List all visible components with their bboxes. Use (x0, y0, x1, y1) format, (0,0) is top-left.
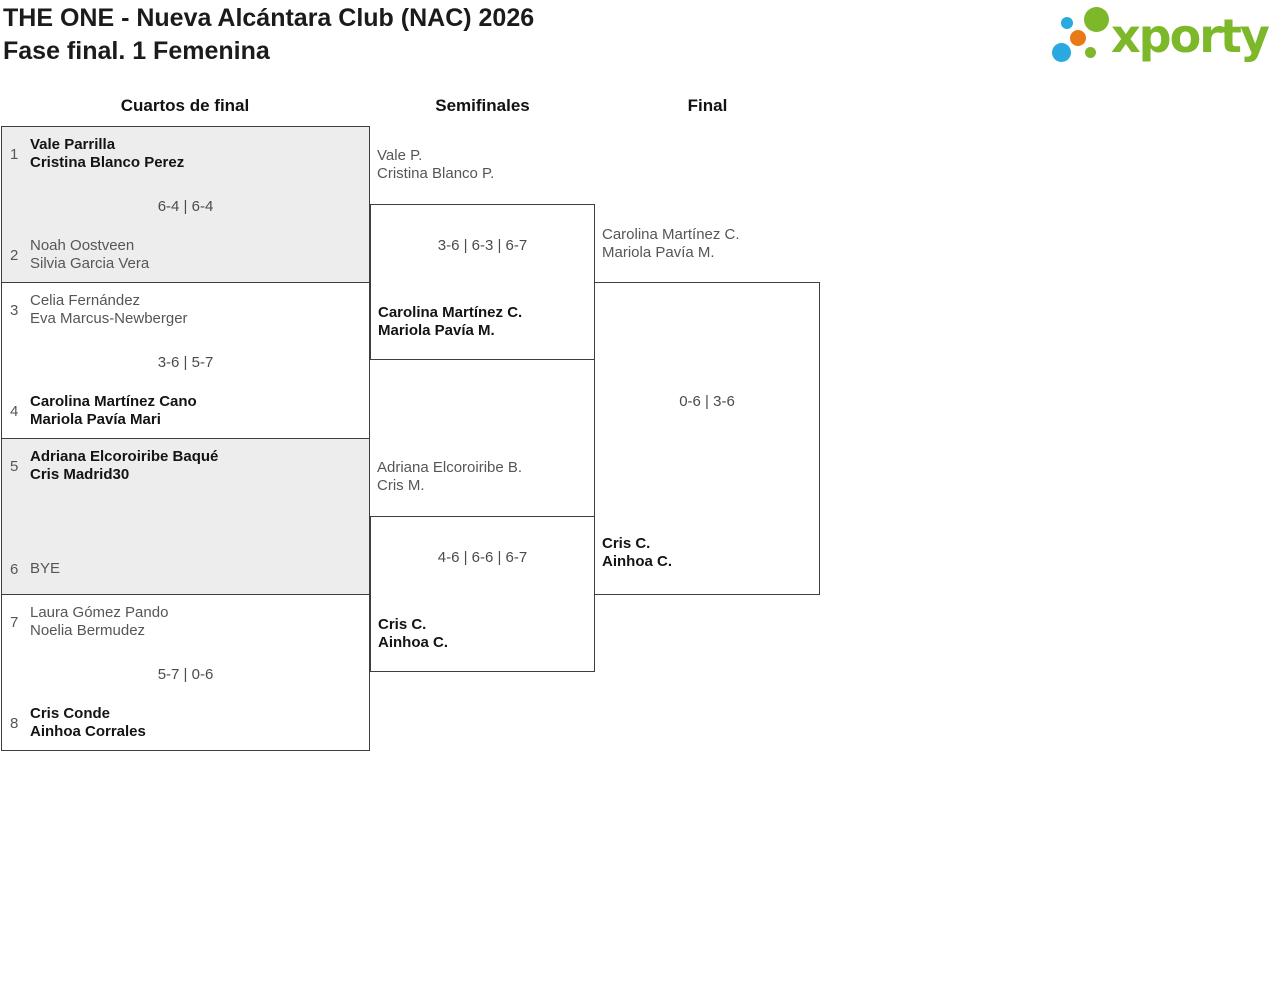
semifinal-match-1: 3-6 | 6-3 | 6-7 Carolina Martínez C. Mar… (370, 204, 595, 360)
round-header-final: Final (687, 96, 728, 115)
logo-dot-icon (1084, 7, 1109, 32)
team-names: Laura Gómez Pando Noelia Bermudez (30, 604, 168, 640)
team-names: Celia Fernández Eva Marcus-Newberger (30, 292, 188, 328)
seed-number: 5 (10, 457, 19, 475)
team-names: Noah Oostveen Silvia Garcia Vera (30, 237, 149, 273)
team-names: Carolina Martínez Cano Mariola Pavía Mar… (30, 393, 197, 429)
xporty-logo[interactable]: xporty (1050, 4, 1278, 72)
player-name: Cris C. (378, 616, 427, 633)
match-score: 4-6 | 6-6 | 6-7 (437, 549, 528, 566)
player-name: Mariola Pavía M. (602, 244, 715, 261)
seed-number: 1 (10, 145, 19, 163)
team-names: BYE (30, 560, 60, 578)
match-score: 6-4 | 6-4 (157, 198, 214, 215)
team-entry: 1 Vale Parrilla Cristina Blanco Perez (10, 136, 363, 172)
logo-dot-icon (1085, 47, 1096, 58)
player-name: Vale Parrilla (30, 136, 116, 153)
player-name: BYE (30, 560, 61, 577)
round-header-quarterfinals: Cuartos de final (120, 96, 250, 115)
logo-dot-icon (1070, 30, 1086, 46)
team-entry: 6 BYE (10, 560, 363, 578)
final-match: 0-6 | 3-6 Cris C. Ainhoa C. (594, 282, 820, 595)
quarterfinal-match-2: 3 Celia Fernández Eva Marcus-Newberger 3… (1, 282, 370, 439)
team-entry: 8 Cris Conde Ainhoa Corrales (10, 705, 363, 741)
team-entry: 5 Adriana Elcoroiribe Baqué Cris Madrid3… (10, 448, 363, 484)
seed-number: 2 (10, 246, 19, 264)
semifinal-match-2: 4-6 | 6-6 | 6-7 Cris C. Ainhoa C. (370, 516, 595, 672)
team-names: Adriana Elcoroiribe Baqué Cris Madrid30 (30, 448, 218, 484)
final-top-team: Carolina Martínez C. Mariola Pavía M. (602, 226, 740, 262)
match-score: 3-6 | 6-3 | 6-7 (437, 237, 528, 254)
player-name: Noelia Bermudez (30, 622, 146, 639)
player-name: Ainhoa Corrales (30, 723, 146, 740)
player-name: Carolina Martínez C. (602, 226, 740, 243)
round-header-semifinals: Semifinales (435, 96, 530, 115)
quarterfinal-match-4: 7 Laura Gómez Pando Noelia Bermudez 5-7 … (1, 594, 370, 751)
xporty-logo-text: xporty (1111, 9, 1270, 63)
player-name: Carolina Martínez C. (378, 304, 523, 321)
seed-number: 3 (10, 301, 19, 319)
match-score: 3-6 | 5-7 (157, 354, 214, 371)
tournament-title: THE ONE - Nueva Alcántara Club (NAC) 202… (3, 4, 535, 32)
quarterfinal-match-3: 5 Adriana Elcoroiribe Baqué Cris Madrid3… (1, 438, 370, 595)
player-name: Celia Fernández (30, 292, 141, 309)
team-names: Vale Parrilla Cristina Blanco Perez (30, 136, 184, 172)
player-name: Mariola Pavía M. (378, 322, 495, 339)
player-name: Cris Conde (30, 705, 111, 722)
team-entry: 4 Carolina Martínez Cano Mariola Pavía M… (10, 393, 363, 429)
team-names: Cris Conde Ainhoa Corrales (30, 705, 146, 741)
player-name: Cristina Blanco P. (377, 165, 495, 182)
final-bottom-team: Cris C. Ainhoa C. (602, 535, 672, 571)
player-name: Vale P. (377, 147, 423, 164)
player-name: Cris M. (377, 477, 425, 494)
player-name: Adriana Elcoroiribe B. (377, 459, 523, 476)
player-name: Silvia Garcia Vera (30, 255, 150, 272)
player-name: Cris C. (602, 535, 651, 552)
logo-dot-icon (1061, 17, 1073, 29)
quarterfinal-match-1: 1 Vale Parrilla Cristina Blanco Perez 6-… (1, 126, 370, 283)
semifinal-1-top-team: Vale P. Cristina Blanco P. (377, 147, 494, 183)
team-entry: 7 Laura Gómez Pando Noelia Bermudez (10, 604, 363, 640)
match-score: 0-6 | 3-6 (679, 393, 735, 410)
semifinal-1-bottom-team: Carolina Martínez C. Mariola Pavía M. (378, 304, 522, 340)
semifinal-2-bottom-team: Cris C. Ainhoa C. (378, 616, 448, 652)
team-entry: 2 Noah Oostveen Silvia Garcia Vera (10, 237, 363, 273)
player-name: Ainhoa C. (602, 553, 672, 570)
player-name: Eva Marcus-Newberger (30, 310, 188, 327)
category-subtitle: Fase final. 1 Femenina (3, 37, 270, 65)
match-score: 5-7 | 0-6 (157, 666, 214, 683)
player-name: Laura Gómez Pando (30, 604, 169, 621)
player-name: Mariola Pavía Mari (30, 411, 161, 428)
player-name: Adriana Elcoroiribe Baqué (30, 448, 219, 465)
seed-number: 6 (10, 560, 19, 578)
player-name: Cris Madrid30 (30, 466, 130, 483)
player-name: Carolina Martínez Cano (30, 393, 197, 410)
seed-number: 8 (10, 714, 19, 732)
seed-number: 7 (10, 613, 19, 631)
semifinal-2-top-team: Adriana Elcoroiribe B. Cris M. (377, 459, 522, 495)
player-name: Cristina Blanco Perez (30, 154, 185, 171)
player-name: Ainhoa C. (378, 634, 448, 651)
player-name: Noah Oostveen (30, 237, 135, 254)
team-entry: 3 Celia Fernández Eva Marcus-Newberger (10, 292, 363, 328)
seed-number: 4 (10, 402, 19, 420)
logo-dot-icon (1052, 43, 1071, 62)
